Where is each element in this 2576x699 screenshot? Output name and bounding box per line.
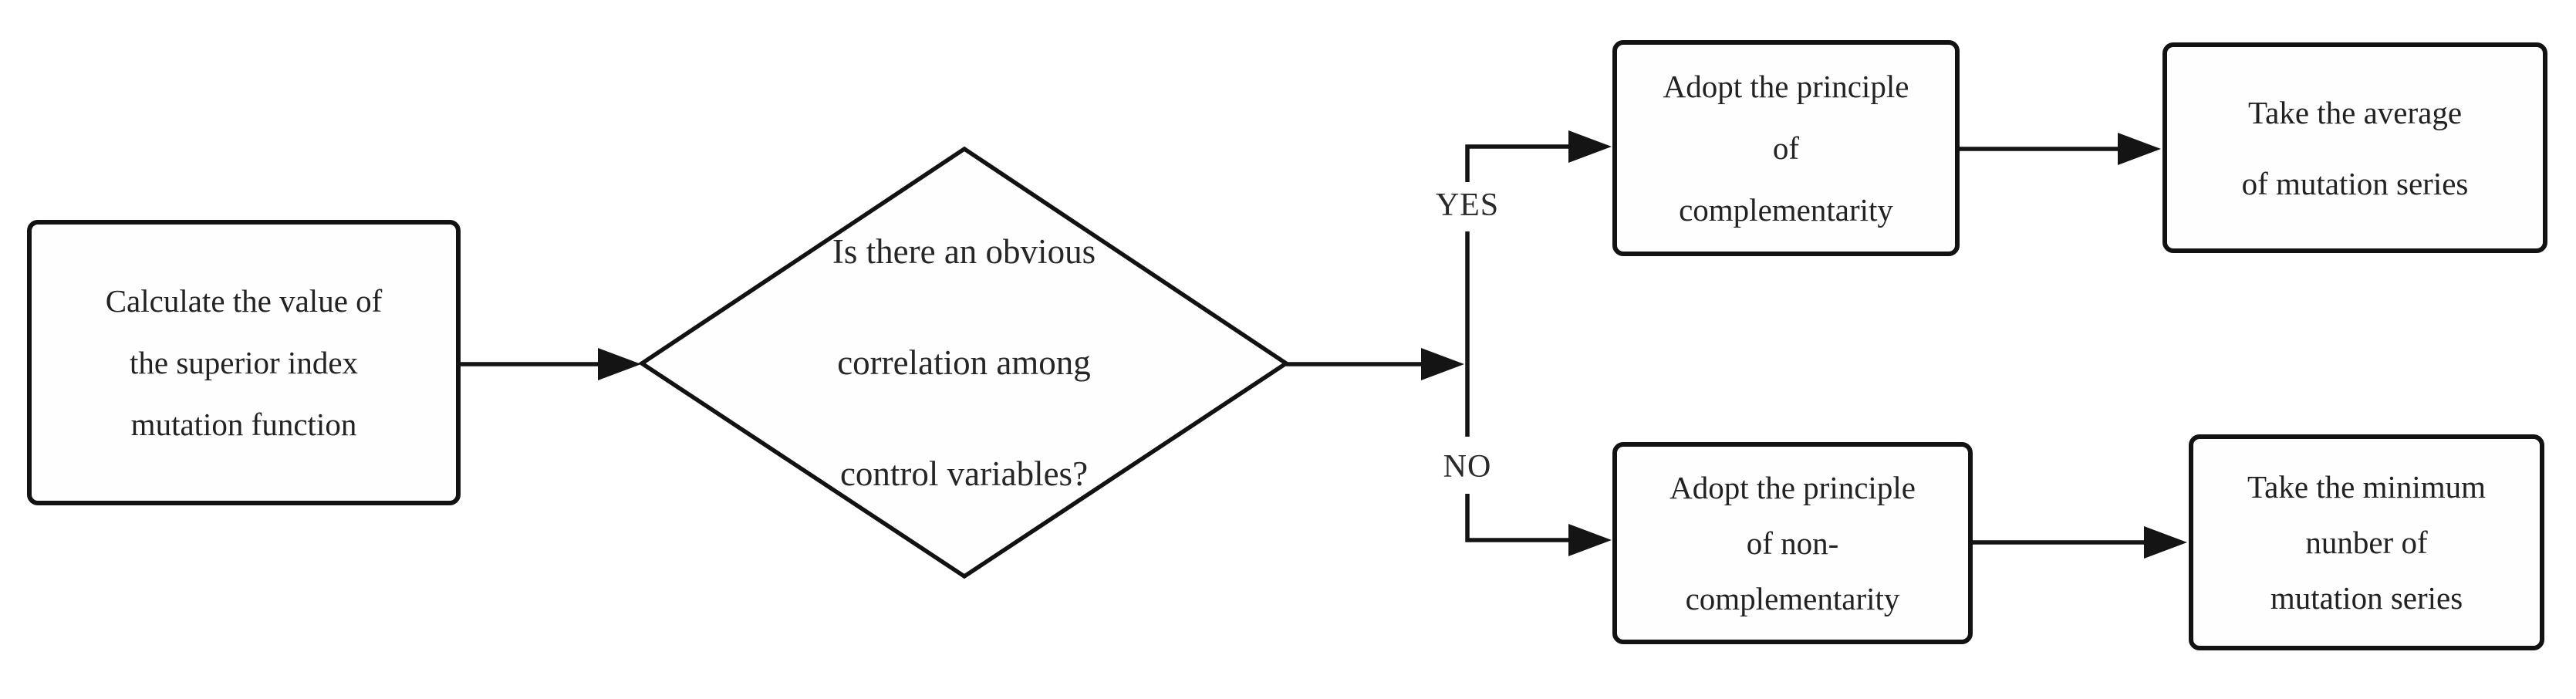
node-text-line: mutation series [2270,580,2463,616]
node-text-line: complementarity [1685,581,1900,616]
edge-comp-to-avg-arrowhead [2118,133,2161,165]
node-text-line: Take the minimum [2247,469,2487,505]
node-calculate-mutation-function: Calculate the value of the superior inde… [27,220,461,505]
edge-no-arrowhead [1568,524,1612,556]
node-text-line: of [1772,130,1800,166]
label-no: NO [1443,449,1492,485]
node-text-line: mutation function [130,407,357,442]
edge-decision-to-branch-arrowhead [1421,348,1464,380]
node-text-line: Adopt the principle [1670,470,1916,505]
edge-calc-to-decision-arrowhead [598,348,641,380]
edge-yes-arrowhead [1568,130,1612,163]
node-text-line: Take the average [2247,94,2463,130]
node-text-line: complementarity [1679,192,1893,228]
node-take-average: Take the average of mutation series [2162,42,2547,253]
node-text-line: Is there an obvious [832,232,1096,271]
node-text-line: the superior index [129,345,359,380]
node-decision-correlation: Is there an obvious correlation among co… [642,149,1286,576]
edge-noncomp-to-min-arrowhead [2144,526,2187,559]
node-adopt-non-complementarity: Adopt the principle of non- complementar… [1612,442,1973,644]
node-text-line: Adopt the principle [1663,69,1909,104]
node-adopt-complementarity: Adopt the principle of complementarity [1612,40,1960,256]
node-take-minimum: Take the minimum nunber of mutation seri… [2189,434,2544,650]
node-text-line: nunber of [2305,525,2428,560]
branch-yes-elbow-line [1465,144,1577,182]
node-text-line: control variables? [839,454,1089,493]
node-text-line: of non- [1746,525,1839,561]
label-yes: YES [1435,187,1500,223]
node-text-line: of mutation series [2241,165,2469,201]
node-text-line: Calculate the value of [105,283,383,319]
node-text-line: correlation among [837,343,1091,382]
branch-no-elbow-line [1465,494,1577,542]
